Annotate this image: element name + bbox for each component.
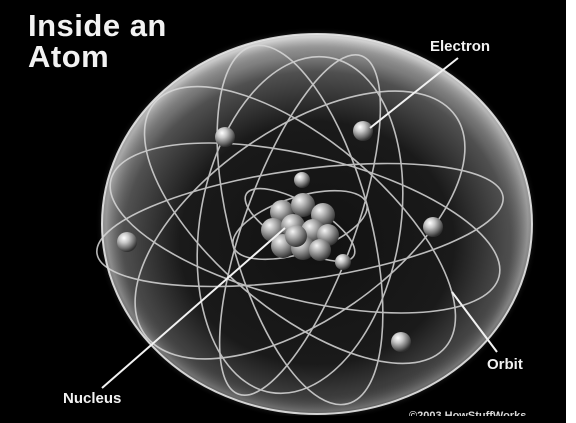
- nucleus-cluster: [261, 193, 339, 261]
- nucleus-leader-line: [101, 227, 286, 389]
- electron-sphere: [353, 121, 373, 141]
- orbit-path: [134, 90, 466, 360]
- atom-sphere-rim: [101, 33, 533, 415]
- electron-sphere: [335, 254, 351, 270]
- orbit-path: [218, 54, 382, 396]
- nucleus-particle: [285, 225, 307, 247]
- orbit-paths: [96, 44, 504, 406]
- electron-sphere: [215, 127, 235, 147]
- electron-label: Electron: [430, 38, 491, 55]
- leader-lines: [101, 57, 498, 389]
- orbit-label: Orbit: [487, 356, 523, 373]
- nucleus-particle: [291, 193, 315, 217]
- bottom-strip: [0, 416, 566, 423]
- nucleus-particle: [309, 239, 331, 261]
- orbit-leader-line: [451, 291, 498, 353]
- electron-sphere: [117, 232, 137, 252]
- title-line-1: Inside an: [28, 8, 167, 43]
- electron-leader-line: [369, 57, 459, 129]
- electron-sphere: [391, 332, 411, 352]
- orbit-path: [109, 142, 501, 314]
- orbit-path: [143, 85, 457, 365]
- electron-sphere: [423, 217, 443, 237]
- orbit-path: [196, 55, 404, 395]
- nucleus-label: Nucleus: [63, 390, 122, 407]
- diagram-title: Inside an Atom: [28, 10, 167, 72]
- orbit-path: [96, 162, 504, 288]
- electron-sphere: [294, 172, 310, 188]
- title-line-2: Atom: [28, 39, 110, 74]
- electrons: [117, 121, 443, 352]
